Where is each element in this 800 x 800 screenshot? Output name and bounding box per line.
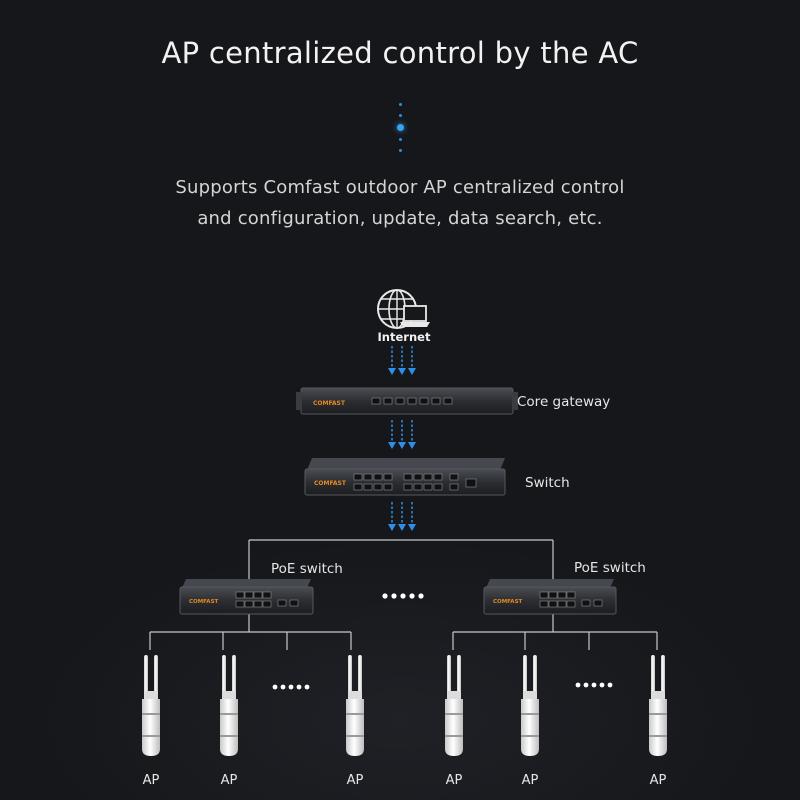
ap-device (445, 655, 463, 756)
poe-switch-right-device: COMFAST (483, 579, 617, 615)
dots-icon (382, 593, 424, 599)
connection-lines (149, 539, 658, 650)
arrow-down-icon (407, 345, 417, 376)
switch-label: Switch (525, 475, 570, 491)
laptop-icon (400, 305, 430, 327)
ap-label: AP (521, 773, 539, 788)
dots-icon (575, 682, 613, 688)
poe-switch-right-label: PoE switch (574, 560, 646, 576)
dots-icon (272, 684, 310, 690)
arrow-down-icon (407, 501, 417, 532)
arrow-down-icon (397, 345, 407, 376)
core-gateway-label: Core gateway (517, 394, 610, 410)
divider-dot (399, 149, 402, 152)
ap-label: AP (445, 773, 463, 788)
ap-device (142, 655, 160, 756)
divider-dot (399, 103, 402, 106)
page-title: AP centralized control by the AC (161, 36, 639, 70)
arrow-down-icon (397, 419, 407, 450)
divider-dot (399, 114, 402, 117)
ap-device (521, 655, 539, 756)
poe-switch-left-device: COMFAST (179, 579, 314, 615)
core-gateway-device: COMFAST (296, 387, 518, 415)
arrow-group-1 (387, 345, 417, 376)
divider-dot-center (397, 124, 404, 131)
ap-device (346, 655, 364, 756)
ap-device (649, 655, 667, 756)
brand-logo: COMFAST (189, 599, 219, 605)
arrow-down-icon (397, 501, 407, 532)
arrow-down-icon (387, 501, 397, 532)
brand-logo: COMFAST (314, 480, 347, 487)
arrow-down-icon (387, 345, 397, 376)
ap-label: AP (649, 773, 667, 788)
subtitle-line-1: Supports Comfast outdoor AP centralized … (175, 177, 625, 198)
internet-node (377, 289, 430, 329)
arrow-down-icon (387, 419, 397, 450)
arrow-group-3 (387, 501, 417, 532)
divider-dot (399, 138, 402, 141)
ap-device (220, 655, 238, 756)
internet-label: Internet (378, 330, 431, 344)
ap-label: AP (220, 773, 238, 788)
subtitle-line-2: and configuration, update, data search, … (197, 208, 603, 229)
switch-device: COMFAST (304, 458, 506, 496)
brand-logo: COMFAST (313, 400, 346, 407)
ap-label: AP (142, 773, 160, 788)
arrow-down-icon (407, 419, 417, 450)
arrow-group-2 (387, 419, 417, 450)
ap-label: AP (346, 773, 364, 788)
poe-switch-left-label: PoE switch (271, 561, 343, 577)
brand-logo: COMFAST (493, 599, 523, 605)
